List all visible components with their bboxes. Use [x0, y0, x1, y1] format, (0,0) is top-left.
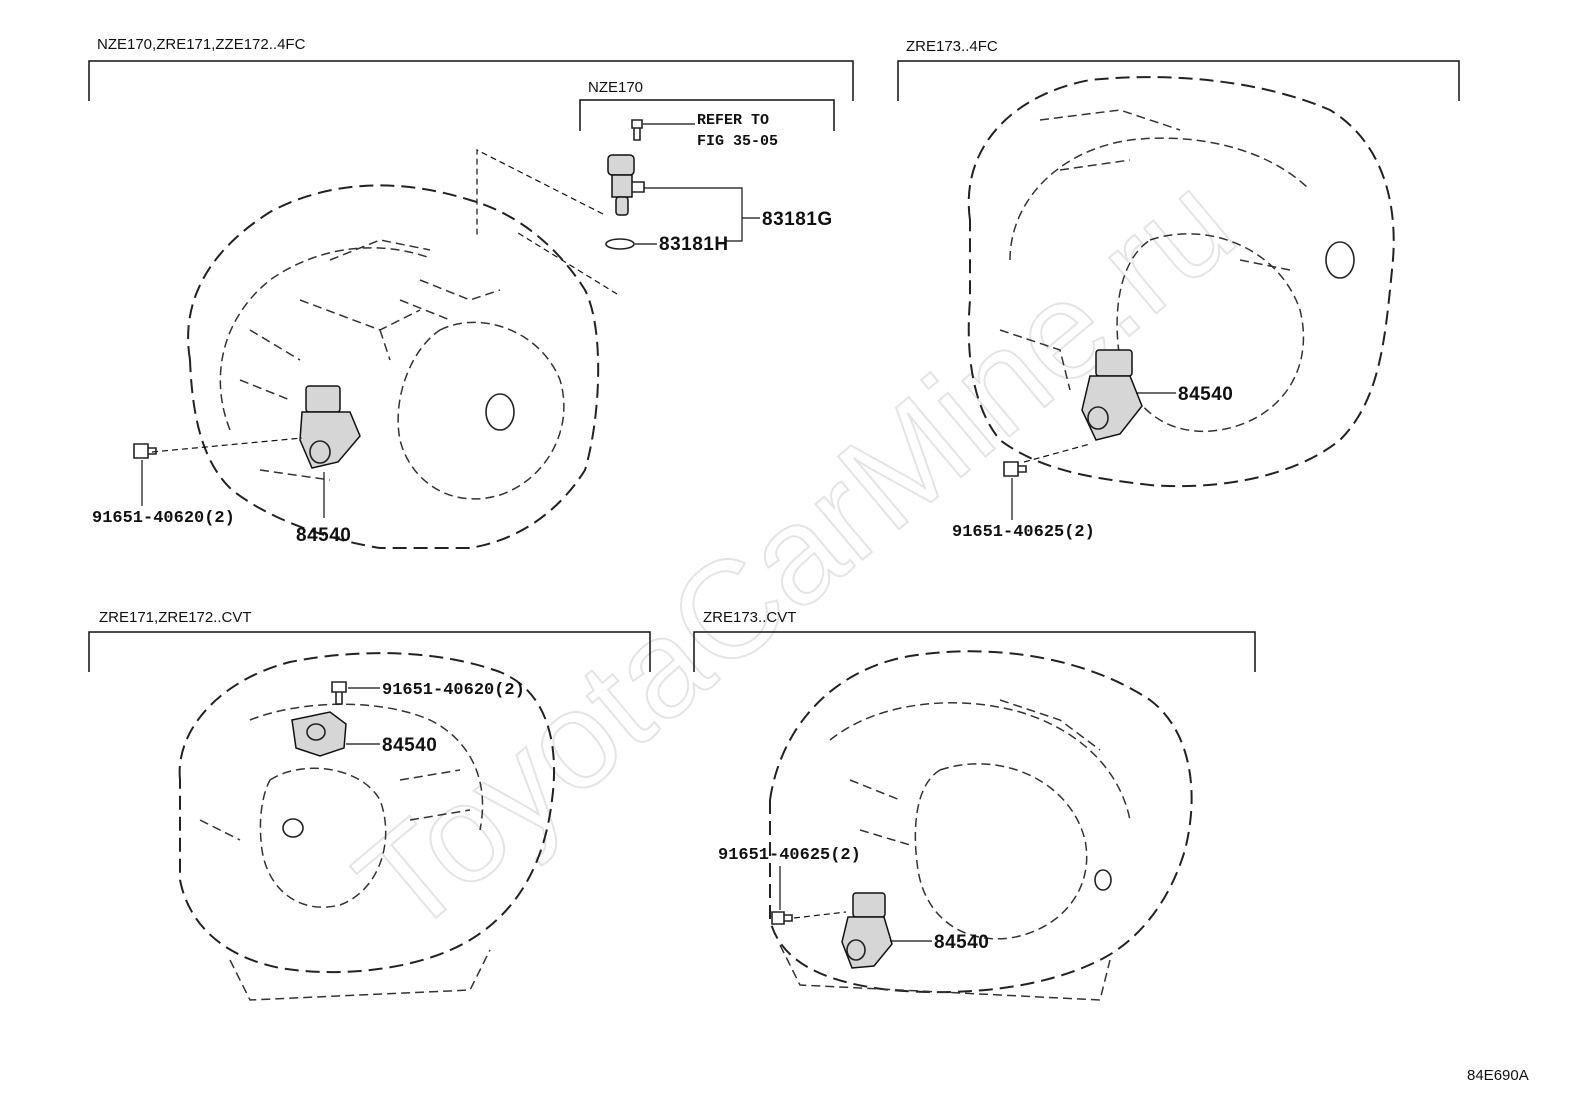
section-bottom-left: ZRE171,ZRE172..CVT 91651-40620(2) 84540 [88, 609, 651, 1001]
svg-text:ToyotaCarMine.ru: ToyotaCarMine.ru [329, 146, 1262, 964]
part-label-84540: 84540 [1178, 384, 1233, 405]
bolt-icon [631, 119, 643, 141]
sub-title-nze170: NZE170 [588, 79, 643, 96]
part-label-91651-40620: 91651-40620(2) [382, 681, 525, 700]
leader-line [793, 911, 847, 919]
part-label-91651-40625: 91651-40625(2) [718, 846, 861, 865]
bolt-icon [771, 911, 793, 925]
part-label-91651-40620: 91651-40620(2) [92, 509, 235, 528]
section-bracket-top-left [88, 60, 854, 101]
transmission-illustration [967, 76, 1395, 488]
shift-switch-icon [299, 385, 361, 469]
bolt-icon [331, 681, 347, 705]
section-bracket-top-right [897, 60, 1460, 101]
sub-bracket-nze170 [579, 99, 835, 131]
bolt-icon [1003, 461, 1027, 477]
projection-line [517, 232, 618, 295]
section-title-top-left: NZE170,ZRE171,ZZE172..4FC [97, 36, 306, 53]
section-top-right: ZRE173..4FC 84540 91651-40625(2) [897, 38, 1460, 542]
section-bracket-bottom-left [88, 631, 651, 672]
section-bottom-right: ZRE173..CVT 84540 91651-40625(2) [693, 609, 1256, 1001]
leader-line [1023, 443, 1091, 463]
part-label-84540: 84540 [934, 932, 989, 953]
leader-line [644, 187, 743, 242]
shift-switch-icon [1081, 349, 1143, 441]
section-title-bottom-left: ZRE171,ZRE172..CVT [99, 609, 252, 626]
projection-line [476, 149, 604, 238]
gasket-icon [605, 238, 635, 250]
part-label-91651-40625: 91651-40625(2) [952, 523, 1095, 542]
section-title-top-right: ZRE173..4FC [906, 38, 998, 55]
part-label-83181g: 83181G [762, 209, 833, 230]
part-label-84540: 84540 [382, 735, 437, 756]
note-refer-to: REFER TO [697, 112, 769, 129]
part-label-84540: 84540 [296, 525, 351, 546]
shift-switch-icon [841, 892, 893, 969]
section-title-bottom-right: ZRE173..CVT [703, 609, 796, 626]
section-top-left: NZE170,ZRE171,ZZE172..4FC NZE170 REFER T… [88, 36, 854, 549]
leader-line [151, 437, 303, 453]
watermark: ToyotaCarMine.ru [328, 145, 1263, 965]
note-fig-ref: FIG 35-05 [697, 133, 778, 150]
shift-switch-icon [291, 711, 347, 757]
figure-code: 84E690A [1467, 1067, 1529, 1084]
speed-sensor-icon [607, 154, 645, 216]
transmission-illustration [769, 650, 1193, 1001]
section-bracket-bottom-right [693, 631, 1256, 672]
transmission-illustration [178, 652, 556, 1001]
bolt-icon [133, 443, 157, 459]
part-label-83181h: 83181H [659, 234, 729, 255]
transmission-illustration [187, 184, 600, 549]
